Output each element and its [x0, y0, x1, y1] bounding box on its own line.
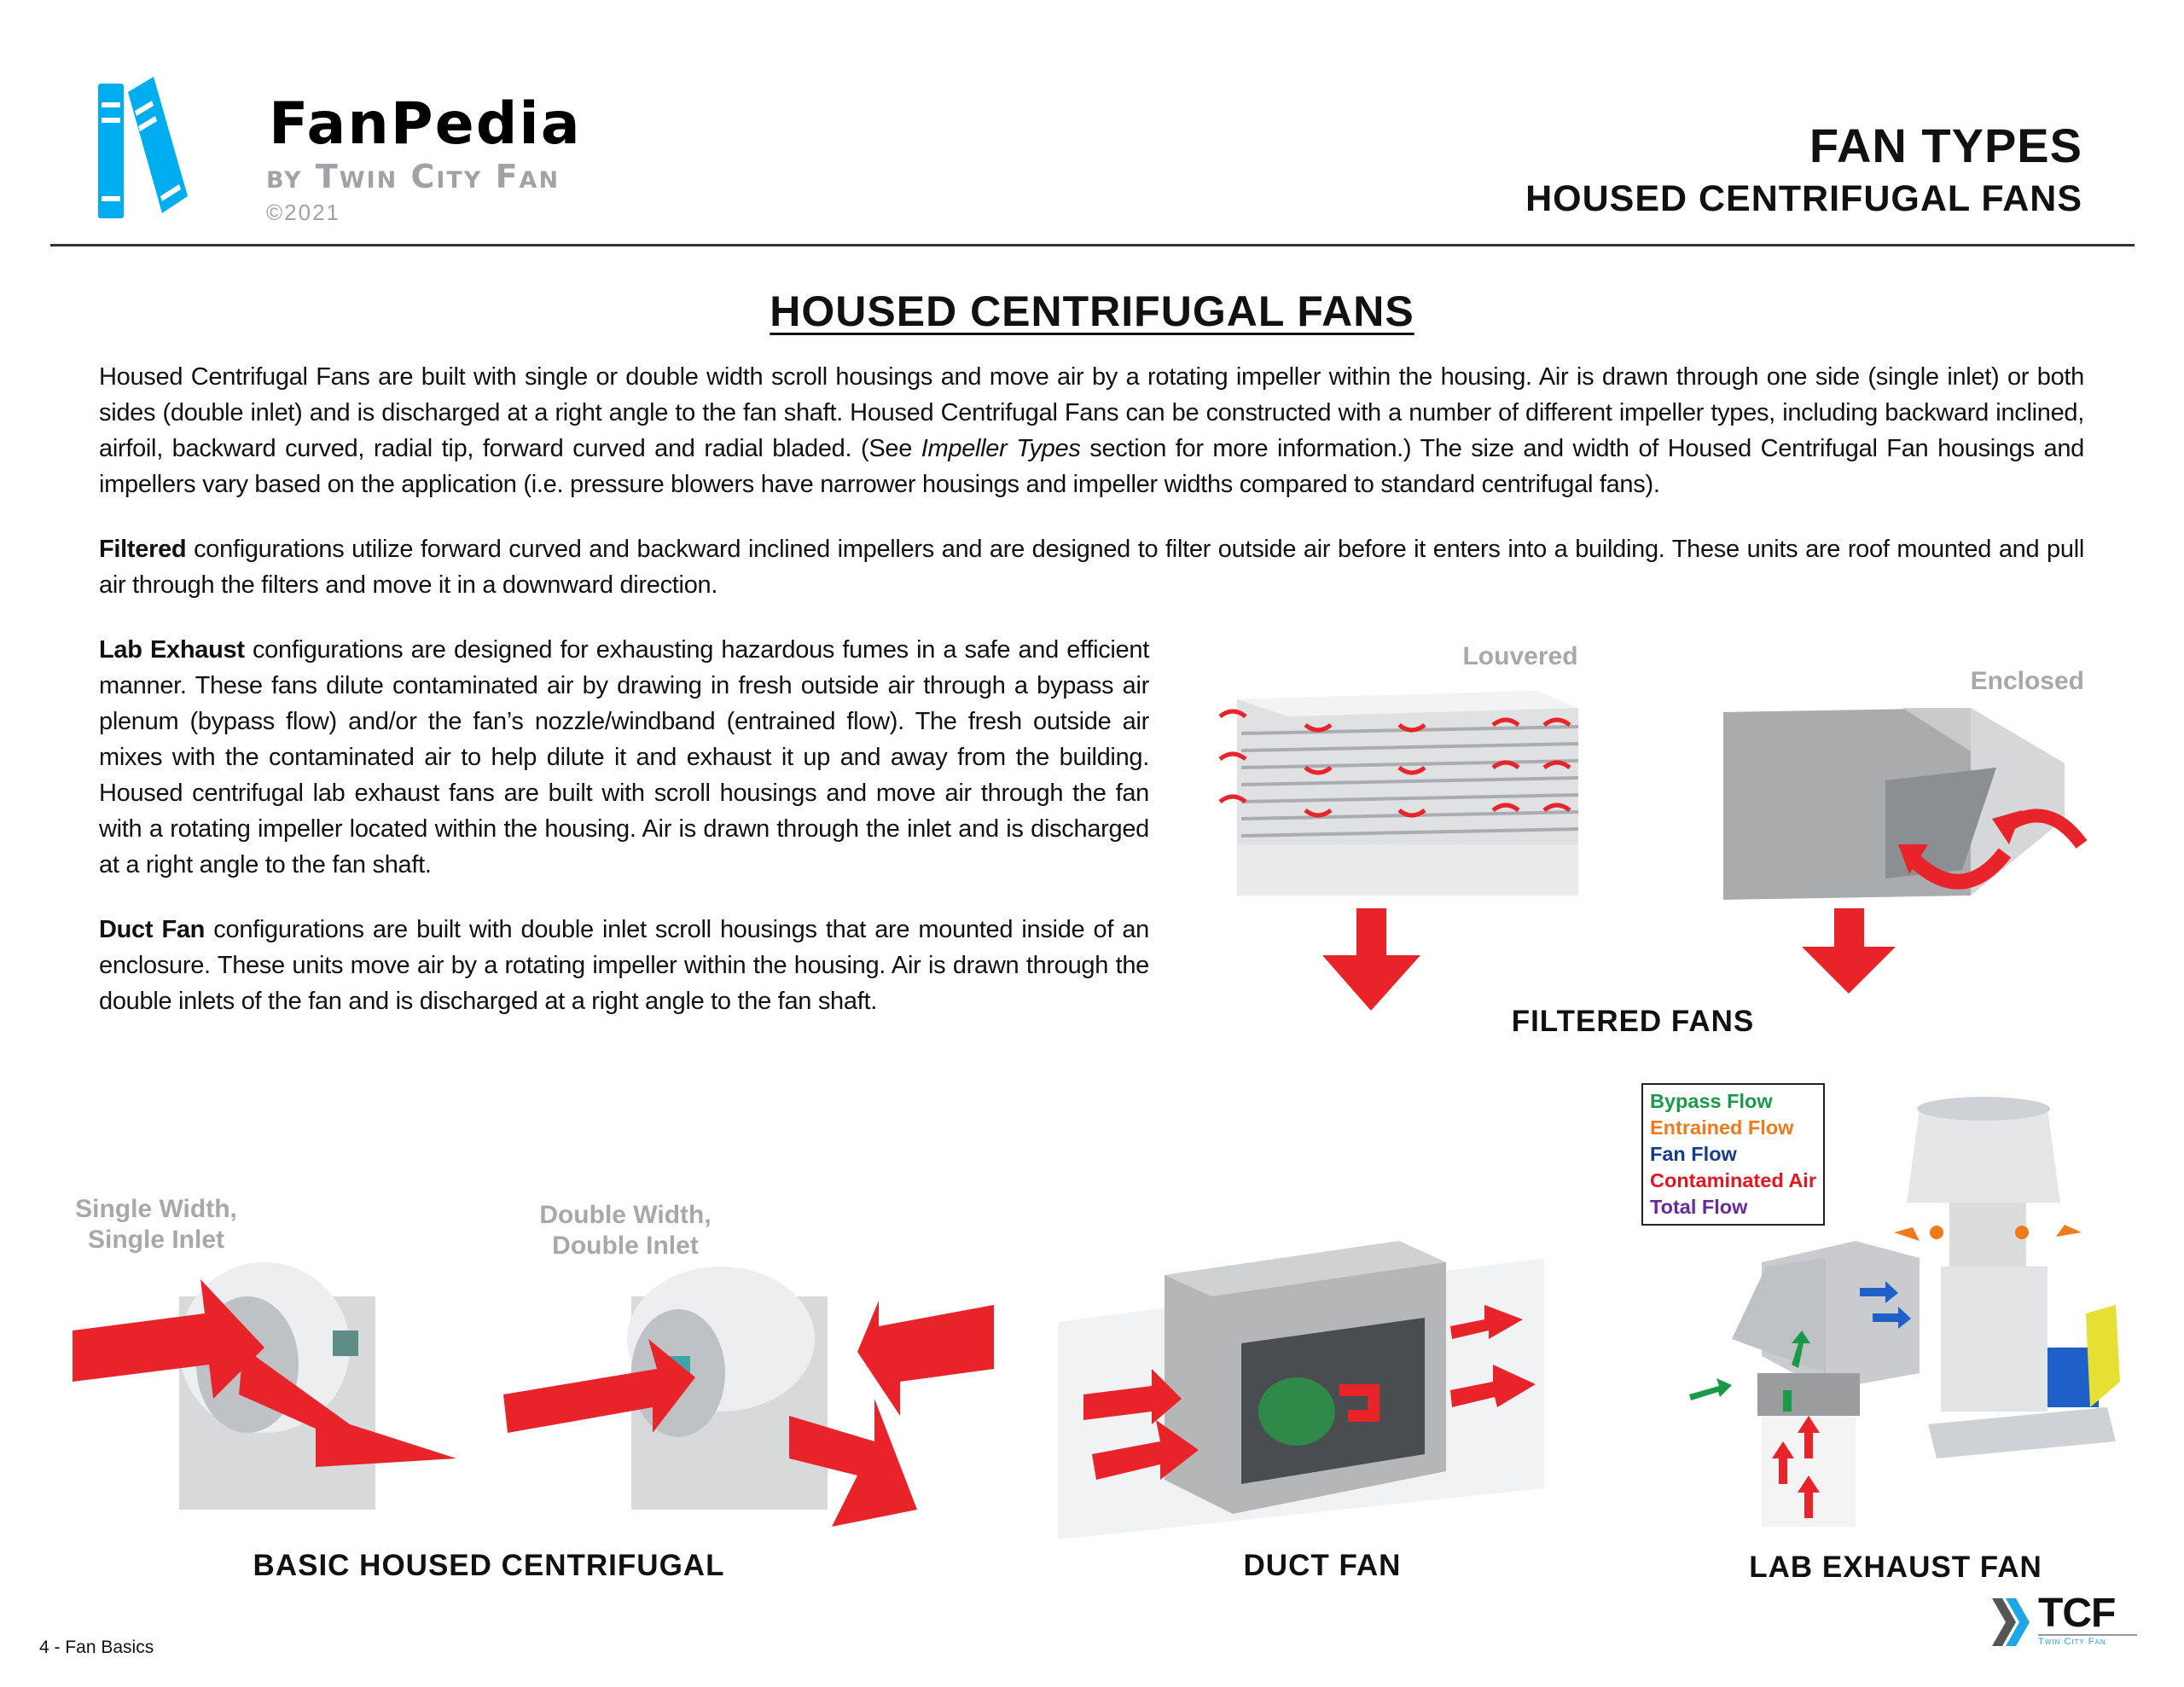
flow-legend: Bypass Flow Entrained Flow Fan Flow Cont… [1641, 1083, 1825, 1226]
legend-fan-flow: Fan Flow [1650, 1143, 1737, 1165]
body-text: Housed Centrifugal Fans are built with s… [99, 359, 2084, 1019]
lab-exhaust-paragraph: Lab Exhaust configurations are designed … [99, 636, 1149, 878]
header-divider [50, 244, 2135, 246]
copyright: ©2021 [266, 200, 340, 225]
enclosed-label: Enclosed [1970, 667, 2084, 695]
page-number-label: 4 - Fan Basics [39, 1638, 154, 1657]
duct-fan-caption: DUCT FAN [1243, 1549, 1402, 1582]
fanpedia-books-logo-icon [98, 77, 188, 218]
logo-subtitle: by Twin City Fan [266, 158, 561, 195]
louvered-filtered-fan-image [1218, 691, 1579, 1011]
lab-exhaust-fan-image [1689, 1097, 2120, 1527]
tcf-logo: TCF Twin City Fan [1992, 1591, 2137, 1651]
enclosed-filtered-fan-image [1723, 708, 2088, 994]
basic-housed-centrifugal-caption: BASIC HOUSED CENTRIFUGAL [253, 1549, 725, 1582]
tcf-logo-text: TCF [2038, 1591, 2116, 1636]
filtered-paragraph: Filtered configurations utilize forward … [99, 536, 2084, 599]
legend-entrained-flow: Entrained Flow [1650, 1116, 1794, 1139]
logo-title: FanPedia [269, 90, 582, 158]
tcf-logo-subtitle: Twin City Fan [2038, 1634, 2137, 1648]
single-width-fan-image [73, 1262, 456, 1510]
section-title: FAN TYPES [1809, 119, 2082, 172]
duct-fan-paragraph: Duct Fan configurations are built with d… [99, 916, 1149, 1015]
legend-contaminated-air: Contaminated Air [1650, 1169, 1816, 1191]
duct-fan-image [1058, 1241, 1544, 1539]
intro-paragraph: Housed Centrifugal Fans are built with s… [99, 363, 2084, 498]
legend-bypass-flow: Bypass Flow [1650, 1090, 1773, 1112]
filtered-fans-caption: FILTERED FANS [1511, 1005, 1755, 1038]
single-width-label: Single Width,Single Inlet [75, 1195, 237, 1254]
double-width-fan-image [503, 1267, 994, 1527]
lab-exhaust-fan-caption: LAB EXHAUST FAN [1749, 1551, 2042, 1584]
tcf-chevron-icon [1992, 1598, 2030, 1646]
louvered-label: Louvered [1462, 642, 1578, 670]
section-subtitle: HOUSED CENTRIFUGAL FANS [1525, 178, 2082, 219]
page-title: HOUSED CENTRIFUGAL FANS [770, 287, 1414, 335]
double-width-label: Double Width,Double Inlet [539, 1201, 712, 1260]
legend-total-flow: Total Flow [1650, 1196, 1748, 1218]
